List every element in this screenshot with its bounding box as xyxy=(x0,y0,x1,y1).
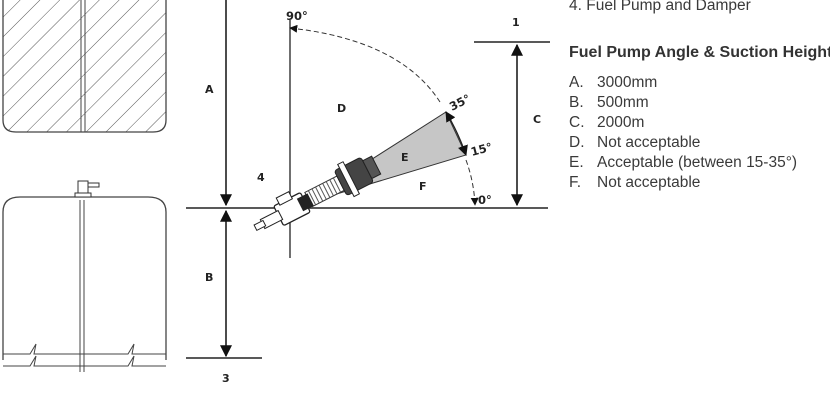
label-f: F xyxy=(419,180,427,193)
legend-heading: Fuel Pump Angle & Suction Height xyxy=(569,44,830,61)
legend-item-a: A.3000mm xyxy=(569,74,658,91)
fuel-pump-and-damper xyxy=(253,155,382,232)
legend-item-d: D.Not acceptable xyxy=(569,134,701,151)
arc-90-degrees xyxy=(289,24,441,103)
label-b: B xyxy=(205,271,213,284)
label-4: 4 xyxy=(257,171,265,184)
angle-15-label: 15° xyxy=(469,140,494,159)
legend-item-e: E.Acceptable (between 15-35°) xyxy=(569,154,798,171)
label-1: 1 xyxy=(512,16,520,29)
legend-list: A.3000mm B.500mm C.2000m D.Not acceptabl… xyxy=(569,73,830,193)
legend-item-b: B.500mm xyxy=(569,94,649,111)
arc-0-degrees xyxy=(465,159,479,206)
legend-item-c: C.2000m xyxy=(569,114,645,131)
label-c: C xyxy=(533,113,541,126)
lower-tank xyxy=(2,180,167,372)
legend-panel: 4. Fuel Pump and Damper Fuel Pump Angle … xyxy=(569,0,830,193)
angle-35-label: 35° xyxy=(447,91,473,113)
angle-90-label: 90° xyxy=(286,9,308,23)
fuel-pump-diagram: A B C D E F 1 3 4 90° 35° 15° 0° xyxy=(2,0,550,385)
legend-item-4: 4. Fuel Pump and Damper xyxy=(569,0,751,14)
legend-item-f: F.Not acceptable xyxy=(569,174,701,191)
label-a: A xyxy=(205,83,214,96)
label-3: 3 xyxy=(222,372,230,385)
upper-tank xyxy=(2,0,167,133)
angle-0-label: 0° xyxy=(478,193,492,207)
label-e: E xyxy=(401,151,409,164)
label-d: D xyxy=(337,102,346,115)
